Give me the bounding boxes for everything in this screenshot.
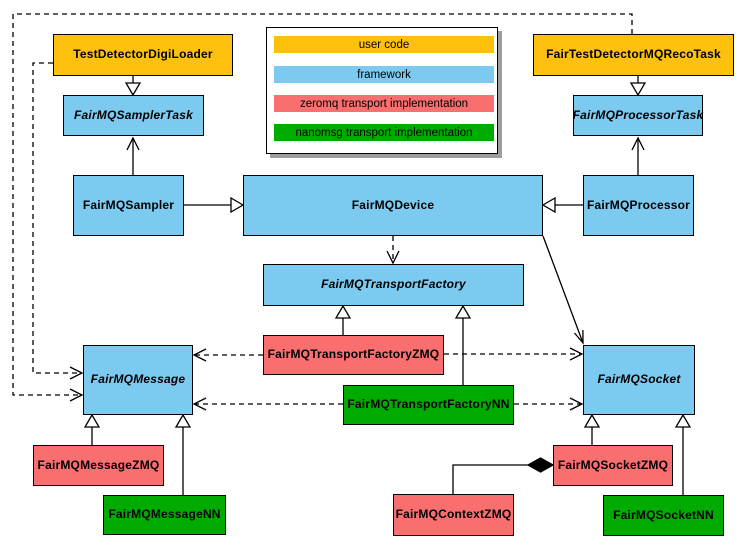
edge-dependency-fairtestdetectormqrecotask-fairmqmessage [12, 13, 633, 396]
edge-inheritance-fairtestdetectormqrecotask-fairmqprocessortask [629, 76, 647, 97]
node-fairtestdetectormqrecotask: FairTestDetectorMQRecoTask [533, 34, 734, 76]
edge-dependency-fairtestdetectormqrecotask-fairmqmessage-head [69, 388, 84, 402]
edge-inheritance-fairmqmessagezmq-fairmqmessage [83, 413, 101, 445]
node-fairmqsampler: FairMQSampler [73, 175, 184, 236]
node-fairmqsocket: FairMQSocket [583, 345, 695, 415]
node-fairmqtransportfactoryzmq: FairMQTransportFactoryZMQ [263, 335, 444, 375]
edge-inheritance-fairmqmessagenn-fairmqmessage [174, 413, 192, 495]
legend-item-nanomsg-transport: nanomsg transport implementation [274, 124, 494, 141]
edge-inheritance-fairmqsampler-fairmqdevice [184, 196, 245, 214]
edge-dependency-testdetectordigiloader-fairmqmessage-head [69, 366, 84, 380]
node-fairmqmessage: FairMQMessage [83, 345, 193, 415]
edge-association-fairmqprocessor-fairmqprocessortask [631, 136, 645, 175]
node-testdetectordigiloader: TestDetectorDigiLoader [53, 34, 233, 76]
node-fairmqsamplertask: FairMQSamplerTask [63, 95, 204, 136]
edge-inheritance-fairmqtransportfactoryzmq-fairmqtransportfactory [334, 304, 352, 335]
edge-composition-fairmqcontextzmq-fairmqsocketzmq [452, 457, 555, 494]
edge-inheritance-fairmqsocketzmq-fairmqsocket [583, 413, 601, 445]
edge-association-fairmqsampler-fairmqsamplertask [126, 136, 140, 175]
node-fairmqtransportfactory: FairMQTransportFactory [263, 264, 524, 306]
edge-dependency-fairmqdevice-fairmqtransportfactory-head [386, 250, 400, 265]
node-fairmqtransportfactorynn: FairMQTransportFactoryNN [343, 385, 514, 425]
node-fairmqprocessortask: FairMQProcessorTask [573, 95, 703, 136]
edge-dependency-fairmqtransportfactoryzmq-fairmqsocket-head [569, 347, 584, 361]
edge-dependency-fairmqtransportfactorynn-fairmqsocket-head [569, 397, 584, 411]
edge-inheritance-fairmqtransportfactorynn-fairmqtransportfactory [454, 304, 472, 385]
legend-item-zeromq-transport: zeromq transport implementation [274, 95, 494, 112]
node-fairmqsocketnn: FairMQSocketNN [603, 495, 724, 536]
node-fairmqsocketzmq: FairMQSocketZMQ [553, 445, 673, 486]
node-fairmqcontextzmq: FairMQContextZMQ [393, 494, 514, 536]
node-fairmqmessagenn: FairMQMessageNN [103, 495, 226, 535]
legend-item-framework: framework [274, 66, 494, 83]
edge-association-fairmqdevice-fairmqsocket [542, 235, 584, 345]
edge-dependency-fairmqtransportfactoryzmq-fairmqmessage-head [192, 348, 207, 362]
legend: user code framework zeromq transport imp… [266, 27, 498, 154]
node-fairmqmessagezmq: FairMQMessageZMQ [33, 445, 164, 486]
edge-inheritance-fairmqprocessor-fairmqdevice [541, 196, 583, 214]
edge-dependency-testdetectordigiloader-fairmqmessage [32, 62, 80, 374]
edge-inheritance-fairmqsocketnn-fairmqsocket [674, 413, 692, 495]
node-fairmqprocessor: FairMQProcessor [583, 175, 694, 236]
edge-dependency-fairmqtransportfactorynn-fairmqmessage-head [192, 397, 207, 411]
legend-item-user-code: user code [274, 36, 494, 53]
node-fairmqdevice: FairMQDevice [243, 175, 543, 236]
edge-inheritance-testdetectordigiloader-fairmqsamplertask [124, 76, 142, 97]
